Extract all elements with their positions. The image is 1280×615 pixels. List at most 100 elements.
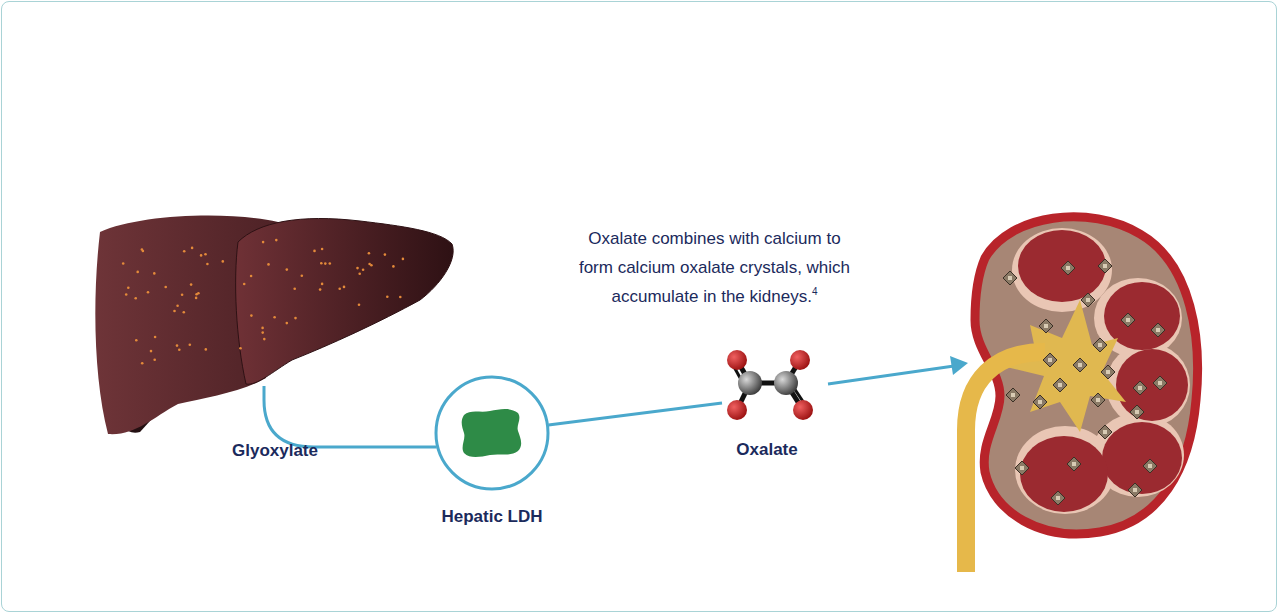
note-text: Oxalate combines with calcium to form ca… <box>579 229 850 306</box>
crystal <box>1143 459 1157 473</box>
crystal <box>1015 461 1029 475</box>
liver-dot <box>176 305 179 308</box>
crystal <box>1153 376 1167 390</box>
crystal-face <box>1103 430 1107 434</box>
liver-dot <box>164 286 167 289</box>
flow-arrow <box>828 366 954 384</box>
crystal <box>1130 405 1144 419</box>
liver-dot <box>384 253 387 256</box>
liver-dot <box>273 316 276 319</box>
liver-dot <box>153 272 156 275</box>
liver-dot <box>150 350 153 353</box>
liver-dot <box>197 292 200 295</box>
crystal <box>1128 483 1142 497</box>
crystal-face <box>1096 398 1100 402</box>
crystal <box>1043 353 1057 367</box>
liver-dot <box>153 359 156 362</box>
liver-dot <box>386 296 389 299</box>
crystal-face <box>1056 496 1060 500</box>
liver-dot <box>134 297 137 300</box>
enzyme-icon <box>462 409 521 457</box>
crystal <box>1053 378 1067 392</box>
liver-dot <box>122 262 125 265</box>
crystal <box>1061 261 1075 275</box>
oxalate-molecule <box>727 350 813 420</box>
crystal-face <box>1048 358 1052 362</box>
liver-dot <box>294 317 297 320</box>
crystal <box>1006 388 1020 402</box>
crystal-face <box>1138 386 1142 390</box>
arrow-head <box>950 356 968 375</box>
liver-dot <box>183 311 186 314</box>
crystal <box>1151 323 1165 337</box>
crystal <box>1101 365 1115 379</box>
liver-dot <box>275 239 278 242</box>
node-label: Hepatic LDH <box>441 507 542 527</box>
liver-dot <box>320 262 323 265</box>
crystal-face <box>1126 318 1130 322</box>
liver-dot <box>319 288 322 291</box>
liver-dot <box>392 265 395 268</box>
crystal <box>1093 338 1107 352</box>
kidney <box>966 217 1198 572</box>
liver-dot <box>261 331 264 334</box>
liver-dot <box>178 348 181 351</box>
liver-dot <box>190 283 193 286</box>
liver-dot <box>321 248 324 251</box>
reference-number: 4 <box>812 286 818 297</box>
crystal <box>1033 395 1047 409</box>
crystal-face <box>1148 464 1152 468</box>
liver-dot <box>147 291 150 294</box>
crystal-face <box>1086 298 1090 302</box>
liver-dot <box>141 362 144 365</box>
crystal <box>1073 358 1087 372</box>
liver-dot <box>127 286 130 289</box>
liver-dot <box>402 258 405 261</box>
liver-dot <box>343 286 346 289</box>
liver-dot <box>250 275 253 278</box>
liver-dot <box>206 263 209 266</box>
liver-dot <box>243 283 246 286</box>
liver-dot <box>136 271 139 274</box>
crystal <box>1051 491 1065 505</box>
note-text: Oxalate combines with calcium to form ca… <box>572 224 857 311</box>
liver-dot <box>324 262 327 265</box>
crystal-face <box>1098 343 1102 347</box>
crystal <box>1067 457 1081 471</box>
crystal <box>1003 271 1017 285</box>
liver-dot <box>267 263 270 266</box>
liver-dot <box>329 262 332 265</box>
liver-dot <box>399 296 402 299</box>
liver-dot <box>173 310 176 313</box>
liver-dot <box>321 283 324 286</box>
node-label: Oxalate <box>736 440 797 460</box>
liver-dot <box>313 250 316 253</box>
crystal-face <box>1008 276 1012 280</box>
crystal <box>1091 393 1105 407</box>
crystal <box>1121 313 1135 327</box>
liver-dot <box>263 338 266 341</box>
crystal-face <box>1038 400 1042 404</box>
liver-dot <box>368 252 371 255</box>
crystal-face <box>1103 264 1107 268</box>
crystal-face <box>1020 466 1024 470</box>
enzyme-circle: Hepatic LDH <box>434 375 550 491</box>
liver-dot <box>189 343 192 346</box>
circle-outline <box>434 375 550 491</box>
liver-dot <box>250 314 253 317</box>
liver-dot <box>261 327 264 330</box>
crystal <box>1098 425 1112 439</box>
crystal-face <box>1011 393 1015 397</box>
liver-dot <box>183 250 186 253</box>
crystal <box>1133 381 1147 395</box>
liver-node: Glyoxylate <box>95 213 455 386</box>
liver-dot <box>222 260 225 263</box>
liver-dot <box>154 336 157 339</box>
liver-dot <box>181 294 184 297</box>
liver-dot <box>135 339 138 342</box>
crystal <box>1081 293 1095 307</box>
crystal-face <box>1158 381 1162 385</box>
crystal-face <box>1072 462 1076 466</box>
liver-dot <box>195 297 198 300</box>
